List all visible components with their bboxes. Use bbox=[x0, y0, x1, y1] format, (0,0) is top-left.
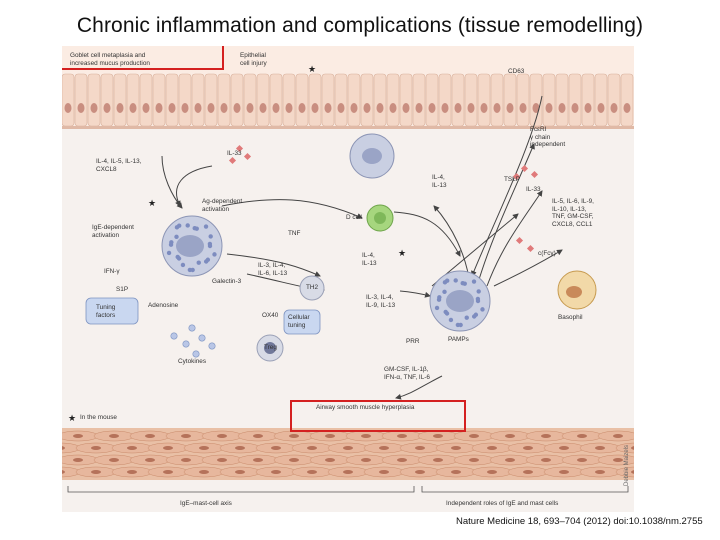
label-treg: Treg bbox=[264, 344, 277, 351]
label-il4-cxcl8: IL-4, IL-5, IL-13, CXCL8 bbox=[96, 158, 142, 173]
treg-cell bbox=[256, 334, 284, 362]
label-pamps: PAMPs bbox=[448, 336, 469, 343]
label-il4-il13-mid: IL-4, IL-13 bbox=[362, 252, 377, 267]
image-credit: Debbie Maizels bbox=[624, 444, 630, 486]
citation: Nature Medicine 18, 693–704 (2012) doi:1… bbox=[456, 516, 703, 527]
smooth-muscle-layer bbox=[62, 428, 634, 480]
label-cigr: c(Fcγ) bbox=[538, 250, 556, 257]
svg-text:★: ★ bbox=[398, 248, 406, 258]
label-prr: PRR bbox=[406, 338, 420, 345]
label-ag-dependent: Ag-dependent activation bbox=[202, 198, 243, 213]
label-il4-il13-top: IL-4, IL-13 bbox=[432, 174, 447, 189]
epithelium-layer bbox=[62, 46, 634, 129]
d-cell bbox=[366, 204, 394, 232]
slide-title: Chronic inflammation and complications (… bbox=[76, 14, 644, 37]
label-il33-top: IL-33 bbox=[227, 150, 242, 157]
label-airway: Airway smooth muscle hyperplasia bbox=[316, 404, 415, 411]
label-tnf: TNF bbox=[288, 230, 301, 237]
svg-text:★: ★ bbox=[68, 413, 76, 423]
label-th2: TH2 bbox=[306, 284, 319, 291]
pathway-diagram: ★ ★ ★ ★ Goblet cell metaplasia and incre… bbox=[62, 46, 634, 512]
label-ige-axis: IgE–mast-cell axis bbox=[180, 500, 232, 507]
label-ox40: OX40 bbox=[262, 312, 279, 319]
label-d-cell: D cell bbox=[346, 214, 362, 221]
mast-cell-top bbox=[349, 133, 395, 179]
label-gmcsf: GM-CSF, IL-1β, IFN-α, TNF, IL-6 bbox=[384, 366, 430, 381]
highlight-goblet-box bbox=[62, 46, 224, 70]
label-cd63: CD63 bbox=[508, 68, 525, 75]
label-in-the-mouse: In the mouse bbox=[80, 414, 117, 421]
label-tslp: TSLP bbox=[504, 176, 520, 183]
cellular-tuning-box bbox=[283, 309, 321, 335]
highlight-airway-box bbox=[290, 400, 466, 432]
label-il5-list: IL-5, IL-6, IL-9, IL-10, IL-13, TNF, GM-… bbox=[552, 198, 594, 228]
label-galectin: Galectin-3 bbox=[212, 278, 242, 285]
th2-cell bbox=[299, 275, 325, 301]
cytokine-dots bbox=[170, 144, 539, 358]
svg-text:★: ★ bbox=[148, 198, 156, 208]
label-ige-dependent: IgE-dependent activation bbox=[92, 224, 134, 239]
mast-cell-right bbox=[429, 270, 491, 332]
label-cellular-tuning: Cellular tuning bbox=[288, 314, 310, 329]
svg-text:★: ★ bbox=[308, 64, 316, 74]
label-il3-mid: IL-3, IL-4, IL-9, IL-13 bbox=[366, 294, 396, 309]
label-independent: Independent roles of IgE and mast cells bbox=[446, 500, 559, 507]
diagram-artwork: ★ ★ ★ ★ bbox=[62, 46, 634, 493]
label-basophil: Basophil bbox=[558, 314, 583, 321]
label-il3-left: IL-3, IL-4, IL-6, IL-13 bbox=[258, 262, 288, 277]
label-goblet: Goblet cell metaplasia and increased muc… bbox=[70, 52, 150, 67]
label-ifn-gamma: IFN-γ bbox=[104, 268, 120, 275]
label-il33-right: IL-33 bbox=[526, 186, 541, 193]
label-cytokines: Cytokines bbox=[178, 358, 207, 365]
label-fceri: FcεRI γ chain independent bbox=[530, 126, 566, 148]
bottom-brackets bbox=[67, 486, 629, 493]
label-s1p: S1P bbox=[116, 286, 129, 293]
label-adenosine: Adenosine bbox=[148, 302, 179, 309]
label-tuning-factors: Tuning factors bbox=[96, 304, 116, 319]
mast-cell-left bbox=[161, 215, 223, 277]
label-epithelial-injury: Epithelial cell injury bbox=[240, 52, 267, 67]
basophil-cell bbox=[557, 270, 597, 310]
tuning-factors-box bbox=[85, 297, 139, 325]
